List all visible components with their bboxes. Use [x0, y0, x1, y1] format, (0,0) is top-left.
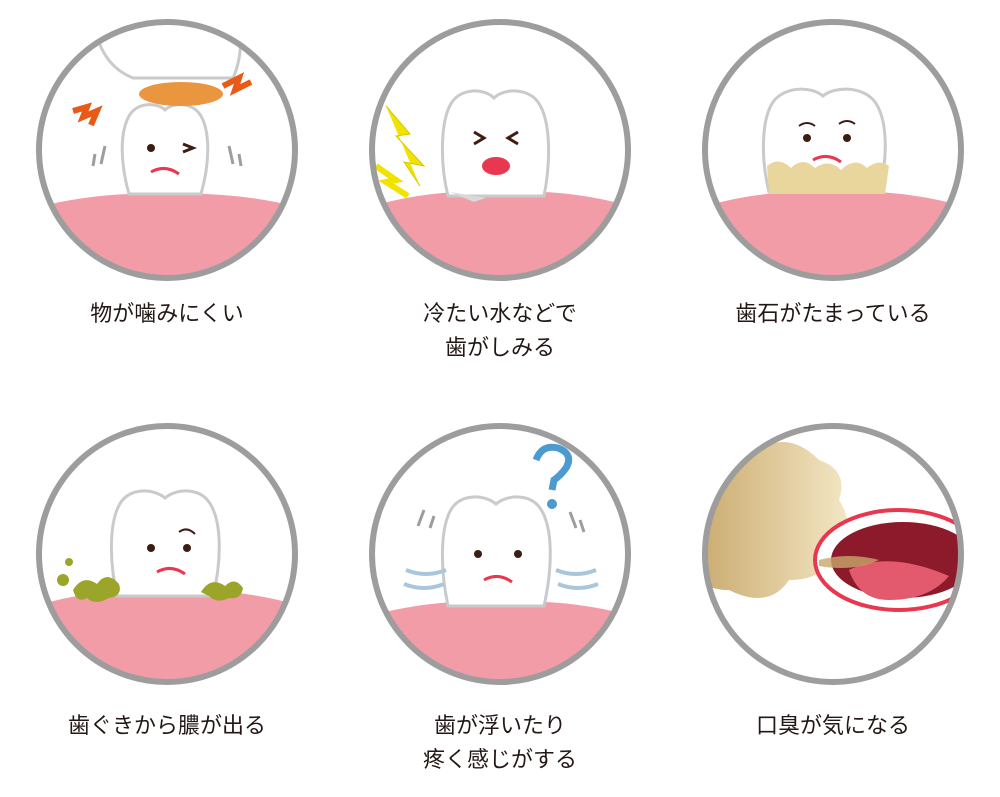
symptom-caption: 歯ぐきから膿が出る: [67, 714, 266, 739]
chewing-pain-tooth-icon: [36, 19, 298, 281]
symptom-caption: 冷たい水などで 歯がしみる: [423, 302, 577, 361]
loose-tooth-icon: [369, 423, 631, 685]
symptom-caption: 歯石がたまっている: [735, 302, 931, 327]
symptom-caption: 歯が浮いたり 疼く感じがする: [422, 714, 577, 773]
symptom-caption: 物が噛みにくい: [90, 302, 244, 327]
gum-pus-tooth-icon: [36, 423, 298, 685]
symptom-caption: 口臭が気になる: [755, 714, 910, 739]
sensitive-tooth-icon: [369, 19, 631, 281]
tartar-tooth-icon: [702, 19, 964, 281]
bad-breath-icon: [702, 423, 964, 685]
